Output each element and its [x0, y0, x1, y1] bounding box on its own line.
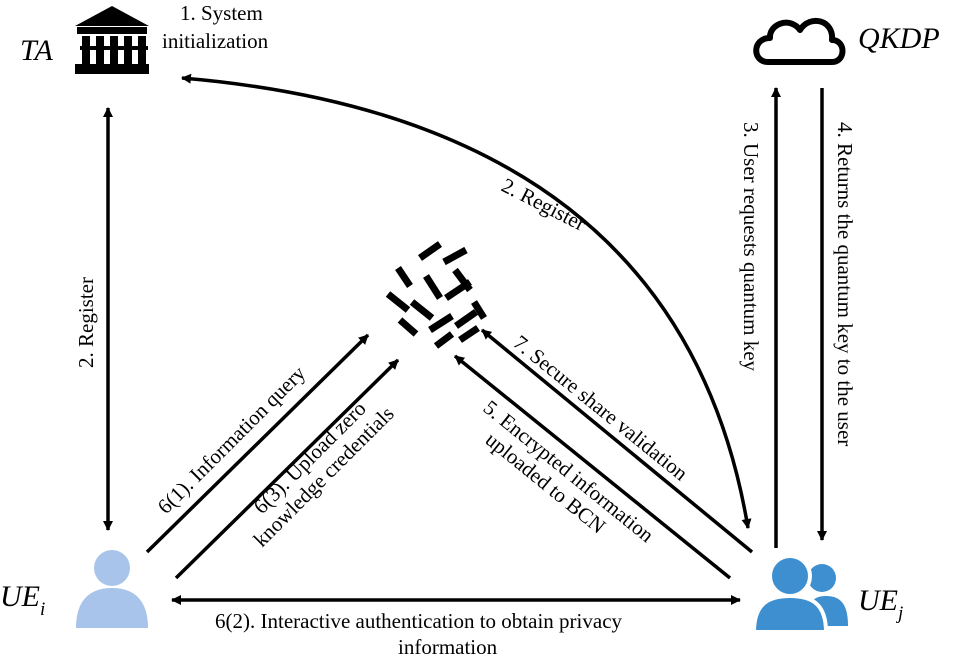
step1-label-line1: 1. System [180, 1, 263, 25]
step6-3-label-line2: knowledge credentials [249, 401, 399, 551]
step6-2-label-line2: information [398, 635, 498, 657]
cloud-icon [753, 17, 846, 65]
step1-label-line2: initialization [162, 29, 269, 53]
arrow-upload-zk [174, 358, 400, 580]
ue-j-label: UEj [858, 584, 903, 624]
ue-j-node: UEj [751, 554, 903, 634]
arrow-secure-share [480, 328, 754, 554]
step2-curve-label: 2. Register [498, 173, 590, 236]
step6-2-label-line1: 6(2). Interactive authentication to obta… [215, 609, 623, 633]
step4-label: 4. Returns the quantum key to the user [833, 122, 857, 446]
ue-i-node: UEi [0, 550, 148, 628]
arrow-ue-j-ta-curve [181, 73, 752, 529]
qkdp-label: QKDP [858, 22, 940, 55]
ta-node: TA [20, 6, 149, 74]
qkdp-node: QKDP [753, 17, 940, 65]
blockchain-network-icon [385, 241, 487, 349]
arrow-info-query [145, 333, 370, 554]
users-icon [751, 554, 848, 634]
bank-icon [75, 6, 149, 74]
ta-label: TA [20, 34, 53, 67]
user-icon [76, 550, 148, 628]
step3-label: 3. User requests quantum key [739, 122, 763, 372]
arrow-encrypted-upload [453, 354, 732, 580]
arrows [103, 73, 827, 605]
ue-i-label: UEi [0, 580, 45, 620]
step2-left-label: 2. Register [74, 277, 98, 368]
